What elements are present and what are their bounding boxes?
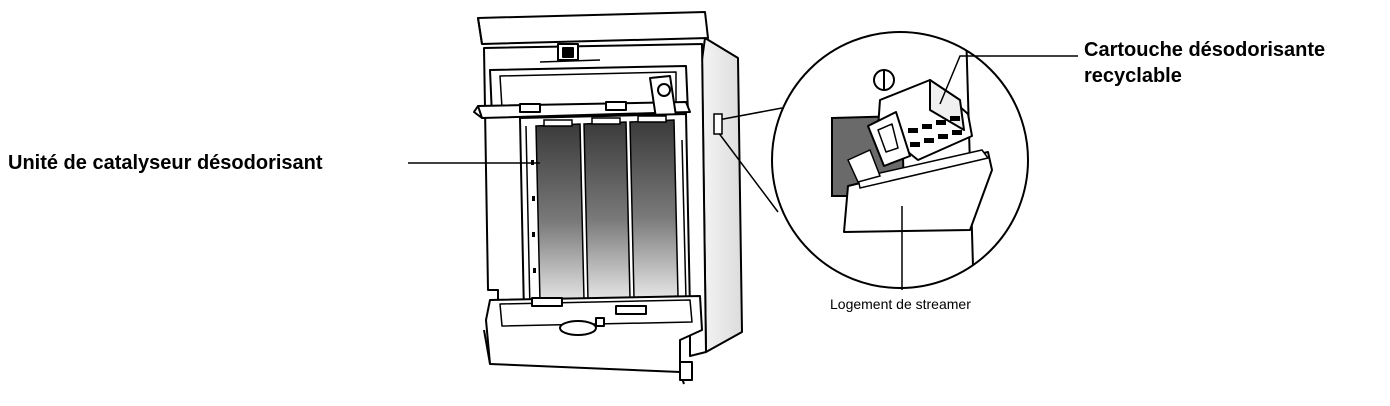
top-lid [477, 11, 709, 45]
zoom-callout [713, 31, 1029, 289]
tray-handle [559, 320, 597, 336]
catalyst-unit-label: Unité de catalyseur désodorisant [8, 152, 323, 174]
cartridge-label-line1: Cartouche désodorisante [1084, 39, 1326, 61]
filter-panel-2 [583, 121, 631, 301]
leader-lines [408, 55, 1078, 290]
filter-panel-3 [629, 119, 679, 299]
streamer-housing-label: Logement de streamer [830, 296, 971, 312]
bottom-tray [483, 295, 703, 385]
cartridge-label-line2: recyclable [1084, 65, 1182, 87]
filter-panel-1 [535, 123, 585, 303]
deodorizing-cartridge [867, 79, 973, 167]
right-side-panel [701, 37, 743, 353]
catalyst-unit [518, 112, 692, 316]
leader-cartridge [939, 55, 1078, 105]
